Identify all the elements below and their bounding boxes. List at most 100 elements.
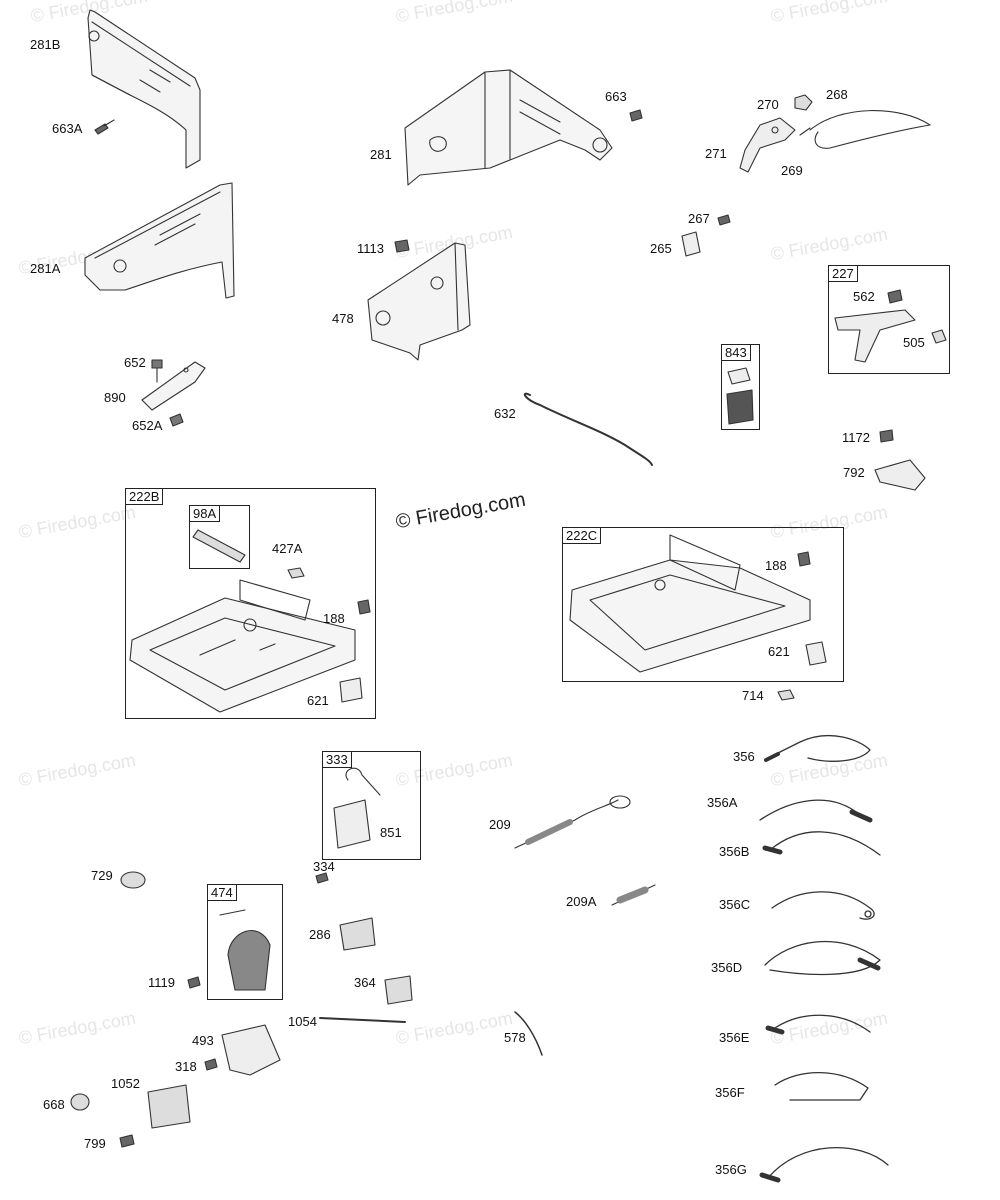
callout-label-356: 356: [733, 749, 755, 764]
part-364: [385, 976, 412, 1004]
callout-label-652: 652: [124, 355, 146, 370]
part-222B-plate: [130, 580, 355, 712]
part-271: [740, 118, 795, 172]
callout-label-268: 268: [826, 87, 848, 102]
callout-label-890: 890: [104, 390, 126, 405]
part-222C-plate: [570, 535, 810, 672]
callout-label-851: 851: [380, 825, 402, 840]
part-209: [515, 796, 630, 848]
part-890: [142, 360, 205, 426]
part-474: [220, 910, 270, 990]
callout-label-1119: 1119: [148, 975, 175, 990]
callout-label-799: 799: [84, 1136, 106, 1151]
callout-label-356f: 356F: [715, 1085, 745, 1100]
kit-box-474: 474: [207, 884, 283, 1000]
kit-box-tag: 474: [207, 884, 237, 901]
callout-label-267: 267: [688, 211, 710, 226]
callout-label-281b: 281B: [30, 37, 61, 52]
callout-label-562: 562: [853, 289, 875, 304]
part-714: [778, 690, 794, 700]
part-1119: [188, 977, 200, 988]
part-799: [120, 1135, 134, 1147]
callout-label-1052: 1052: [111, 1076, 140, 1091]
kit-box-tag: 98A: [189, 505, 221, 522]
callout-label-356g: 356G: [715, 1162, 747, 1177]
part-478: [368, 243, 470, 360]
callout-label-668: 668: [43, 1097, 65, 1112]
part-729: [121, 872, 145, 888]
part-621b: [806, 642, 826, 665]
callout-label-209: 209: [489, 817, 511, 832]
part-281B: [88, 10, 200, 168]
part-356-harnesses: [760, 736, 888, 1180]
callout-label-334: 334: [313, 859, 335, 874]
callout-label-792: 792: [843, 465, 865, 480]
part-792: [875, 460, 925, 490]
callout-label-478: 478: [332, 311, 354, 326]
part-663A: [95, 120, 114, 134]
callout-label-356c: 356C: [719, 897, 751, 912]
callout-label-271: 271: [705, 146, 727, 161]
part-286: [340, 918, 375, 950]
callout-label-632: 632: [494, 406, 516, 421]
callout-label-364: 364: [354, 975, 376, 990]
kit-box-98A: 98A: [189, 505, 250, 569]
kit-box-333: 333: [322, 751, 421, 860]
callout-label-281: 281: [370, 147, 392, 162]
callout-label-356b: 356B: [719, 844, 750, 859]
part-1113: [395, 240, 409, 252]
part-98A: [193, 530, 245, 562]
part-621a: [340, 678, 362, 702]
callout-label-356e: 356E: [719, 1030, 750, 1045]
part-427A: [288, 568, 304, 578]
callout-label-578: 578: [504, 1030, 526, 1045]
part-265: [682, 232, 700, 256]
part-1054: [320, 1018, 405, 1022]
callout-label-427a: 427A: [272, 541, 303, 556]
callout-label-356a: 356A: [707, 795, 738, 810]
part-227: [835, 290, 946, 362]
kit-box-222B: 222B: [125, 488, 376, 719]
callout-label-729: 729: [91, 868, 113, 883]
part-281A: [85, 183, 234, 298]
callout-label-356d: 356D: [711, 960, 743, 975]
callout-label-1113: 1113: [357, 241, 384, 256]
part-318: [205, 1059, 217, 1070]
part-668: [71, 1094, 89, 1110]
part-333: [334, 768, 380, 848]
kit-box-222C: 222C: [562, 527, 844, 682]
kit-box-tag: 843: [721, 344, 751, 361]
part-281: [405, 70, 612, 185]
callout-label-714: 714: [742, 688, 764, 703]
callout-label-209a: 209A: [566, 894, 597, 909]
callout-label-318: 318: [175, 1059, 197, 1074]
part-334: [316, 873, 328, 883]
kit-box-227: 227: [828, 265, 950, 374]
callout-label-265: 265: [650, 241, 672, 256]
part-1172: [880, 430, 893, 442]
part-1052: [148, 1085, 190, 1128]
part-632: [525, 394, 652, 465]
callout-label-621b: 621: [768, 644, 790, 659]
part-188b: [798, 552, 810, 566]
callout-label-188b: 188: [765, 558, 787, 573]
callout-label-663: 663: [605, 89, 627, 104]
callout-label-505: 505: [903, 335, 925, 350]
callout-label-270: 270: [757, 97, 779, 112]
kit-box-tag: 222C: [562, 527, 602, 544]
callout-label-286: 286: [309, 927, 331, 942]
kit-box-tag: 222B: [125, 488, 164, 505]
part-270: [795, 95, 812, 110]
callout-label-1054: 1054: [288, 1014, 317, 1029]
callout-label-663a: 663A: [52, 121, 83, 136]
part-267: [718, 215, 730, 225]
kit-box-tag: 227: [828, 265, 858, 282]
part-663: [630, 110, 642, 121]
part-268: [800, 111, 930, 149]
callout-label-493: 493: [192, 1033, 214, 1048]
callout-label-269: 269: [781, 163, 803, 178]
callout-label-188a: 188: [323, 611, 345, 626]
part-209A: [612, 885, 655, 905]
callout-label-621a: 621: [307, 693, 329, 708]
